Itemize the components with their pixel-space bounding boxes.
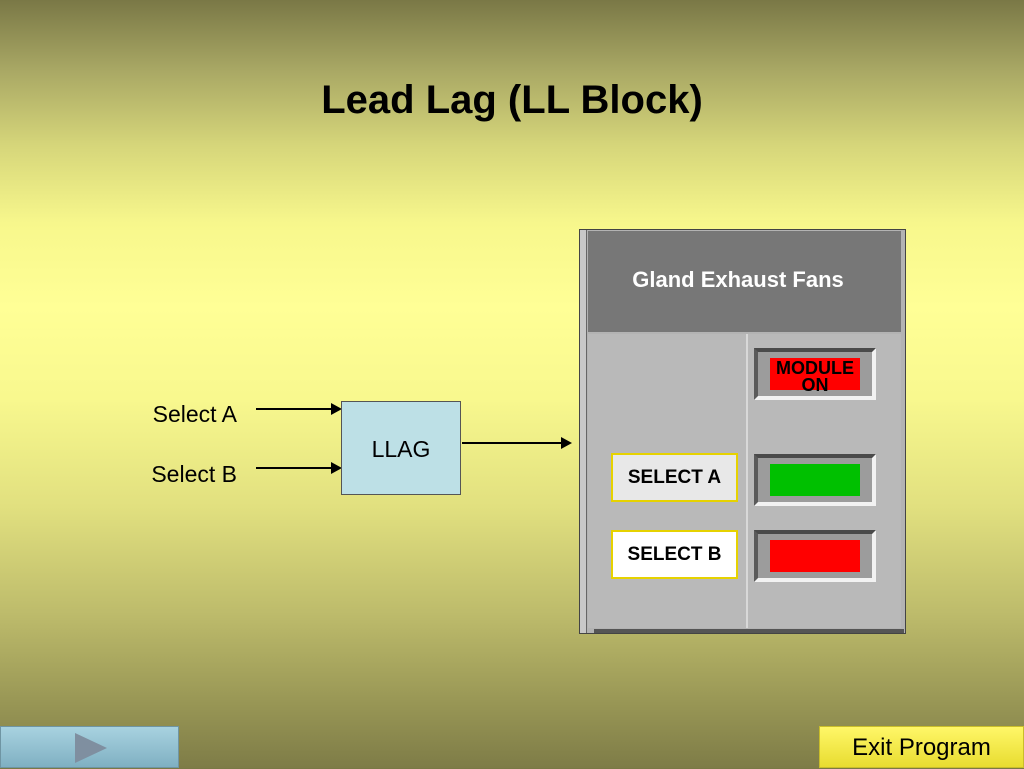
select-b-lamp [770,540,860,572]
select-a-button[interactable]: SELECT A [611,453,738,502]
panel-left-strip [580,230,587,633]
select-a-arrow [256,403,342,415]
select-b-button[interactable]: SELECT B [611,530,738,579]
module-on-lamp: MODULE ON [770,358,860,394]
select-b-signal-label: Select B [151,461,237,487]
next-slide-button[interactable] [0,726,179,768]
panel-bottom-edge [594,629,904,633]
exit-program-button[interactable]: Exit Program [819,726,1024,768]
select-b-indicator [754,530,876,582]
panel-header-title: Gland Exhaust Fans [632,267,844,292]
module-on-label: MODULE ON [776,358,854,395]
llag-block: LLAG [341,401,461,495]
select-a-signal-label: Select A [152,401,237,427]
panel-header: Gland Exhaust Fans [588,231,901,332]
select-a-lamp [770,464,860,496]
page-title: Lead Lag (LL Block) [321,78,703,122]
module-on-indicator: MODULE ON [754,348,876,400]
output-arrow [462,437,572,449]
panel-divider [746,334,748,628]
play-arrow-icon [75,733,107,763]
llag-block-label: LLAG [371,436,431,462]
select-b-arrow [256,462,342,474]
select-a-indicator [754,454,876,506]
